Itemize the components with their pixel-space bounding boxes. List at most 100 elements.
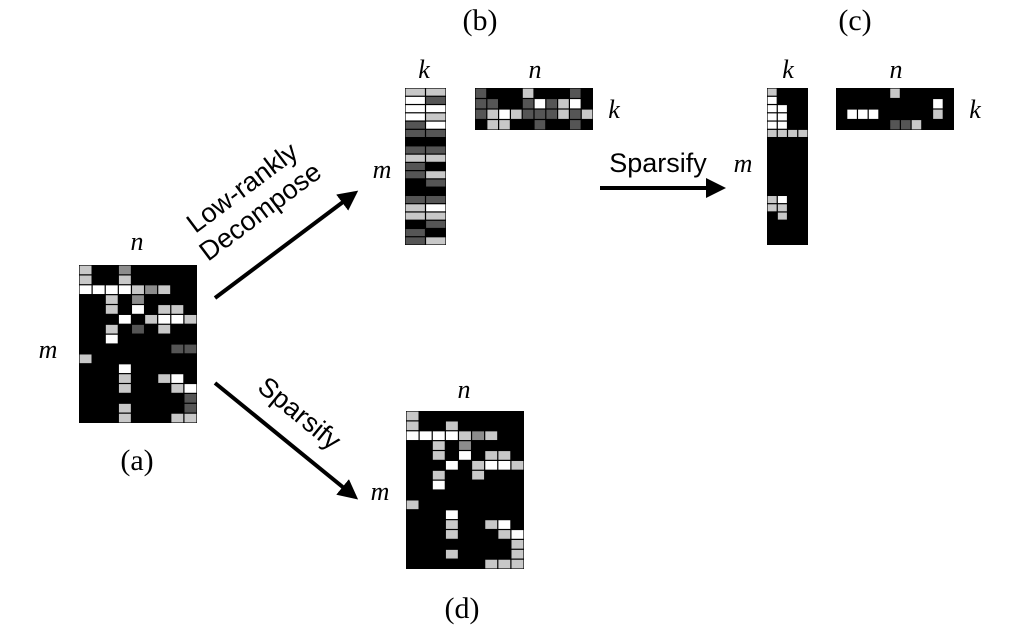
matrix-cell <box>546 109 557 119</box>
matrix-cell <box>171 413 184 423</box>
matrix-cell <box>487 109 498 119</box>
panel-c-caption: (c) <box>838 4 871 37</box>
matrix-cell <box>426 237 446 245</box>
matrix-cell <box>445 421 458 431</box>
panel-c-k-label: k <box>782 55 794 84</box>
matrix-cell <box>184 413 197 423</box>
matrix-cell <box>767 96 777 104</box>
panel-c-m-label: m <box>734 149 753 178</box>
matrix-cell <box>558 109 569 119</box>
matrix-cell <box>445 460 458 470</box>
matrix-cell <box>777 129 787 137</box>
matrix-cell <box>426 204 446 212</box>
matrix-cell <box>858 109 868 119</box>
matrix-cell <box>445 431 458 441</box>
matrix-cell <box>79 285 92 295</box>
matrix-cell <box>522 109 534 119</box>
matrix-b-right-factor <box>475 88 593 130</box>
matrix-cell <box>426 88 446 96</box>
panel-d-caption: (d) <box>445 592 480 625</box>
matrix-cell <box>105 324 118 334</box>
matrix-cell <box>522 99 534 109</box>
matrix-cell <box>118 265 131 275</box>
matrix-cell <box>426 146 446 154</box>
sparsify-down-arrow <box>213 381 359 500</box>
matrix-cell <box>498 451 511 460</box>
panel-b-m-label: m <box>373 155 392 184</box>
matrix-cell <box>475 99 487 109</box>
matrix-cell <box>171 384 184 393</box>
matrix-cell <box>767 88 777 96</box>
matrix-cell <box>405 229 425 237</box>
matrix-cell <box>777 121 787 129</box>
matrix-cell <box>426 212 446 220</box>
panel-b-n-label: n <box>529 55 542 84</box>
decompose-label: Low-rankly Decompose <box>181 136 327 267</box>
matrix-cell <box>405 162 425 171</box>
matrix-cell <box>158 374 171 383</box>
matrix-cell <box>405 196 425 204</box>
matrix-cell <box>933 109 943 119</box>
matrix-cell <box>498 460 511 470</box>
matrix-cell <box>581 109 593 119</box>
matrix-cell <box>184 384 197 393</box>
matrix-cell <box>767 196 777 204</box>
matrix-cell <box>868 109 879 119</box>
matrix-cell <box>459 431 471 441</box>
matrix-cell <box>426 121 446 129</box>
matrix-d <box>406 411 524 569</box>
matrix-cell <box>534 120 546 130</box>
matrix-cell <box>900 120 911 130</box>
matrix-cell <box>118 275 131 285</box>
matrix-cell <box>145 314 158 324</box>
matrix-cell <box>459 451 471 460</box>
matrix-cell <box>184 403 197 413</box>
matrix-cell <box>426 220 446 228</box>
matrix-cell <box>92 285 105 295</box>
matrix-cell <box>426 179 446 187</box>
matrix-cell <box>485 460 498 470</box>
matrix-cell <box>498 520 511 529</box>
matrix-cell <box>767 121 777 129</box>
matrix-cell <box>132 285 144 295</box>
matrix-cell <box>118 384 131 393</box>
matrix-a <box>79 265 197 423</box>
matrix-cell <box>777 105 787 113</box>
matrix-cell <box>933 99 943 109</box>
panel-d-m-label: m <box>371 477 390 506</box>
matrix-cell <box>426 105 446 113</box>
matrix-cell <box>511 460 524 470</box>
matrix-cell <box>511 530 524 539</box>
panel-a-n-label: n <box>131 227 144 256</box>
matrix-cell <box>406 411 419 421</box>
matrix-cell <box>499 120 510 130</box>
matrix-cell <box>890 88 900 98</box>
matrix-cell <box>406 500 419 510</box>
sparsify-down-label: Sparsify <box>252 371 347 456</box>
matrix-cell <box>511 549 524 559</box>
matrix-cell <box>472 460 485 470</box>
matrix-cell <box>118 374 131 383</box>
panel-b-k-label: k <box>418 55 430 84</box>
matrix-cell <box>570 99 581 109</box>
matrix-cell <box>432 480 445 490</box>
matrix-cell <box>79 275 92 285</box>
matrix-cell <box>105 295 118 304</box>
matrix-cell <box>406 431 419 441</box>
matrix-cell <box>405 212 425 220</box>
matrix-cell <box>405 237 425 245</box>
matrix-cell <box>158 324 171 334</box>
matrix-cell <box>445 549 458 559</box>
matrix-cell <box>445 520 458 529</box>
matrix-cell <box>158 305 171 314</box>
matrix-cell <box>767 105 777 113</box>
matrix-cell <box>777 204 787 212</box>
matrix-cell <box>405 154 425 162</box>
matrix-cell <box>499 109 510 119</box>
matrix-cell <box>105 305 118 314</box>
matrix-cell <box>145 285 158 295</box>
matrix-cell <box>534 99 546 109</box>
matrix-cell <box>132 295 144 304</box>
matrix-cell <box>911 120 922 130</box>
panel-c-n-label: n <box>890 55 903 84</box>
